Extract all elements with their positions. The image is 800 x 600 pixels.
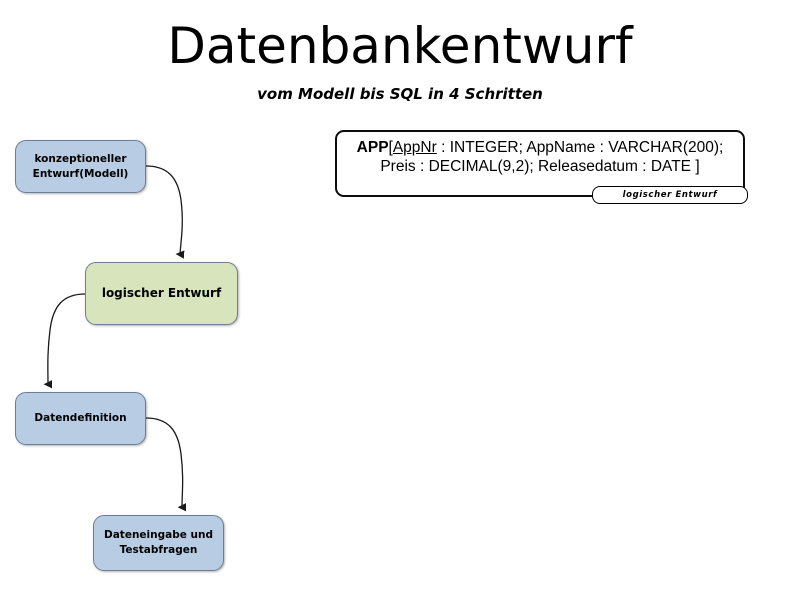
flow-step-konzeptioneller-entwurf[interactable]: konzeptioneller Entwurf(Modell) <box>15 140 146 193</box>
flow-step-label-line1: logischer Entwurf <box>101 286 222 300</box>
flow-step-label-line1: konzeptioneller <box>34 152 127 165</box>
connector-datendef-to-dateneingabe <box>145 417 187 512</box>
flow-step-label-line1: Dateneingabe und <box>104 529 213 541</box>
flow-step-dateneingabe-testabfragen[interactable]: Dateneingabe und Testabfragen <box>93 515 224 571</box>
connector-konzept-to-logisch <box>145 165 185 259</box>
relation-schema-box: APP[AppNr : INTEGER; AppName : VARCHAR(2… <box>335 130 745 197</box>
flow-step-label: Dateneingabe und Testabfragen <box>98 528 219 558</box>
flow-step-label-line2: Entwurf(Modell) <box>32 167 129 180</box>
flow-step-datendefinition[interactable]: Datendefinition <box>15 392 146 445</box>
page-title: Datenbankentwurf <box>167 17 633 75</box>
relation-open-bracket: [ <box>388 139 393 156</box>
flow-step-label: Datendefinition <box>28 411 132 426</box>
connector-logisch-to-datendef <box>43 293 86 389</box>
flow-step-logischer-entwurf[interactable]: logischer Entwurf <box>85 262 238 325</box>
page-subtitle: vom Modell bis SQL in 4 Schritten <box>257 85 543 103</box>
flow-step-label: logischer Entwurf <box>96 286 227 301</box>
relation-attributes-line1: : INTEGER; AppName : VARCHAR(200); <box>436 139 724 156</box>
relation-primary-key: AppNr <box>392 139 437 156</box>
flow-step-label-line1: Datendefinition <box>34 412 127 424</box>
relation-schema-text: APP[AppNr : INTEGER; AppName : VARCHAR(2… <box>357 138 724 176</box>
relation-name: APP <box>356 139 389 156</box>
relation-attributes-line2: Preis : DECIMAL(9,2); Releasedatum : DAT… <box>380 158 700 175</box>
relation-schema-tab-label: logischer Entwurf <box>592 186 748 204</box>
flow-step-label-line2: Testabfragen <box>119 544 198 556</box>
flow-step-label: konzeptioneller Entwurf(Modell) <box>27 152 135 182</box>
